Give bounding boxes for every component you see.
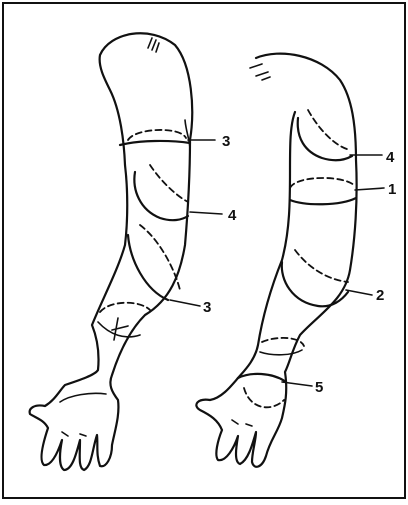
left-bandage-4-dash (150, 165, 188, 202)
leader-left-2 (190, 212, 222, 214)
label-right-2: 2 (376, 287, 384, 304)
left-knuckles (62, 432, 86, 436)
right-knuckles (232, 420, 252, 426)
left-bandage-3-upper-dash (128, 130, 186, 140)
left-shoulder-hatch (148, 38, 159, 52)
label-right-4: 4 (386, 149, 395, 166)
right-bandage-5-dash (244, 388, 284, 407)
right-bandage-4-dash (308, 110, 350, 150)
left-bandage-3-upper (120, 141, 190, 145)
right-shoulder-hatch (250, 64, 270, 80)
right-bandage-1-dash (290, 178, 355, 188)
right-bandage-4 (298, 118, 352, 160)
leader-left-3 (170, 300, 200, 306)
right-bandage-2 (282, 262, 348, 306)
left-bandage-3-lower (128, 235, 168, 300)
label-left-4: 4 (228, 207, 237, 224)
right-bandage-1 (290, 198, 356, 204)
label-right-5: 5 (315, 379, 323, 396)
right-arm (196, 54, 356, 467)
left-arm (30, 33, 193, 470)
label-left-3-upper: 3 (222, 133, 230, 150)
left-hand-crease (60, 393, 106, 402)
label-right-1: 1 (388, 181, 396, 198)
left-bandage-3-upper-fold (185, 120, 190, 150)
figure-frame (3, 3, 405, 498)
leader-right-2 (346, 290, 372, 295)
label-left-3-lower: 3 (203, 299, 211, 316)
left-arm-outline (30, 33, 193, 470)
right-bandage-5 (238, 374, 286, 382)
right-wrist-band (260, 350, 302, 355)
right-bandage-2-dash (295, 250, 348, 282)
leader-right-1 (355, 188, 384, 190)
left-wrist-dash (100, 303, 150, 312)
